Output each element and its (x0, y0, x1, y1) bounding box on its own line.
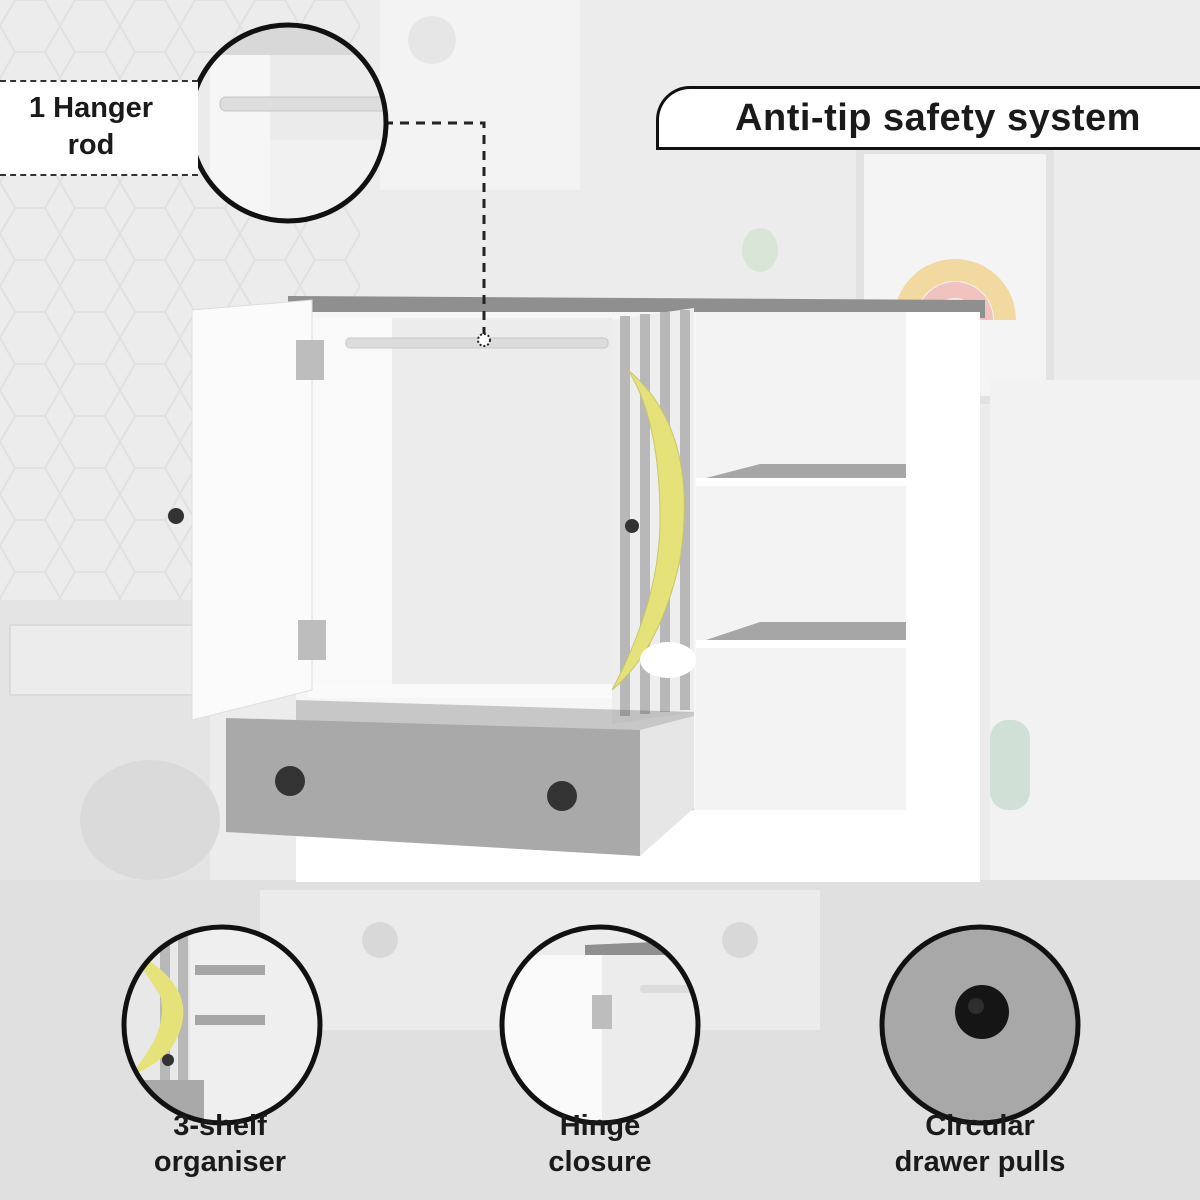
hanger-rod-label-line1: 1 Hanger (28, 92, 154, 124)
feature-caption-line: Hinge (559, 1110, 641, 1142)
feature-caption-line: 3-shelf (173, 1110, 267, 1142)
feature-caption-line: drawer pulls (894, 1146, 1066, 1178)
hanger-rod-callout: 1 Hanger rod (0, 90, 182, 164)
feature-caption-hinge: Hinge closure (490, 1108, 710, 1180)
feature-caption-line: Circular (925, 1110, 1035, 1142)
hinge-zoom (499, 924, 701, 1126)
feature-caption-pulls: Circular drawer pulls (860, 1108, 1100, 1180)
feature-caption-shelf: 3-shelf organiser (120, 1108, 320, 1180)
hanger-rod-callout-box (0, 80, 198, 176)
hanger-rod-leader (384, 121, 491, 347)
anti-tip-label: Anti-tip safety system (735, 97, 1141, 139)
hanger-rod-label-line2: rod (67, 129, 115, 161)
feature-caption-line: organiser (153, 1146, 287, 1178)
wardrobe (168, 296, 985, 882)
anti-tip-banner (656, 86, 1200, 150)
feature-caption-line: closure (548, 1146, 652, 1178)
shelf-zoom (121, 924, 323, 1126)
drawer-pull-zoom (879, 924, 1081, 1126)
